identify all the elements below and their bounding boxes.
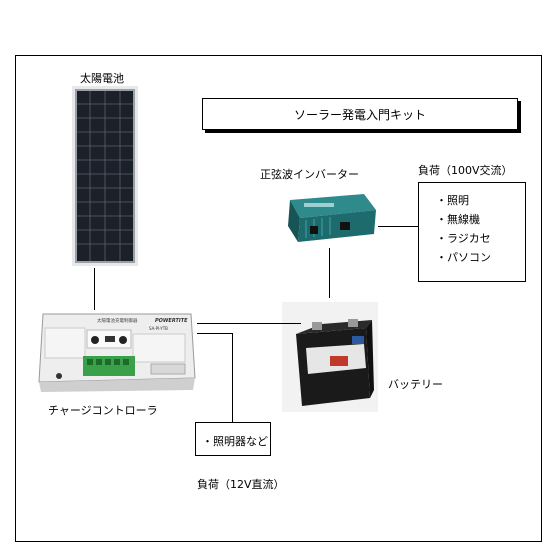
diagram-frame (15, 55, 542, 542)
solar-panel-image (72, 86, 138, 266)
controller-header-text: 太陽電池充電制御器 (97, 317, 138, 324)
list-item: ・パソコン (436, 251, 491, 264)
list-item: ・照明 (436, 194, 469, 207)
inverter-image (288, 194, 376, 242)
solar-panel-label: 太陽電池 (80, 72, 124, 85)
load-ac-label: 負荷（100V交流） (418, 164, 513, 177)
inverter-to-battery-line (329, 248, 330, 298)
load-dc-list: ・照明器など (202, 432, 270, 451)
kit-title: ソーラー発電入門キット (202, 98, 518, 130)
battery-image (282, 302, 378, 412)
controller-to-dc-load-line-h (197, 333, 233, 334)
inverter-label: 正弦波インバーター (260, 168, 359, 181)
load-ac-box: ・照明 ・無線機 ・ラジカセ ・パソコン (418, 182, 526, 282)
charge-controller-label: チャージコントローラ (48, 404, 158, 417)
list-item: ・照明器など (202, 435, 268, 448)
controller-to-dc-load-line-v (232, 333, 233, 423)
list-item: ・ラジカセ (436, 232, 491, 245)
load-dc-box: ・照明器など (195, 422, 271, 456)
load-ac-list: ・照明 ・無線機 ・ラジカセ ・パソコン (436, 191, 525, 267)
load-dc-label: 負荷（12V直流） (197, 478, 285, 491)
kit-title-text: ソーラー発電入門キット (293, 107, 426, 122)
list-item: ・無線機 (436, 213, 480, 226)
controller-model-text: SA-PI-YTB (149, 326, 168, 331)
controller-brand-text: POWERTITE (155, 318, 188, 324)
panel-to-controller-line (94, 268, 95, 310)
battery-label: バッテリー (388, 378, 443, 391)
charge-controller-image: 太陽電池充電制御器 POWERTITE SA-PI-YTB (38, 313, 196, 392)
inverter-to-ac-load-line (378, 226, 418, 227)
controller-to-battery-line (197, 323, 301, 324)
